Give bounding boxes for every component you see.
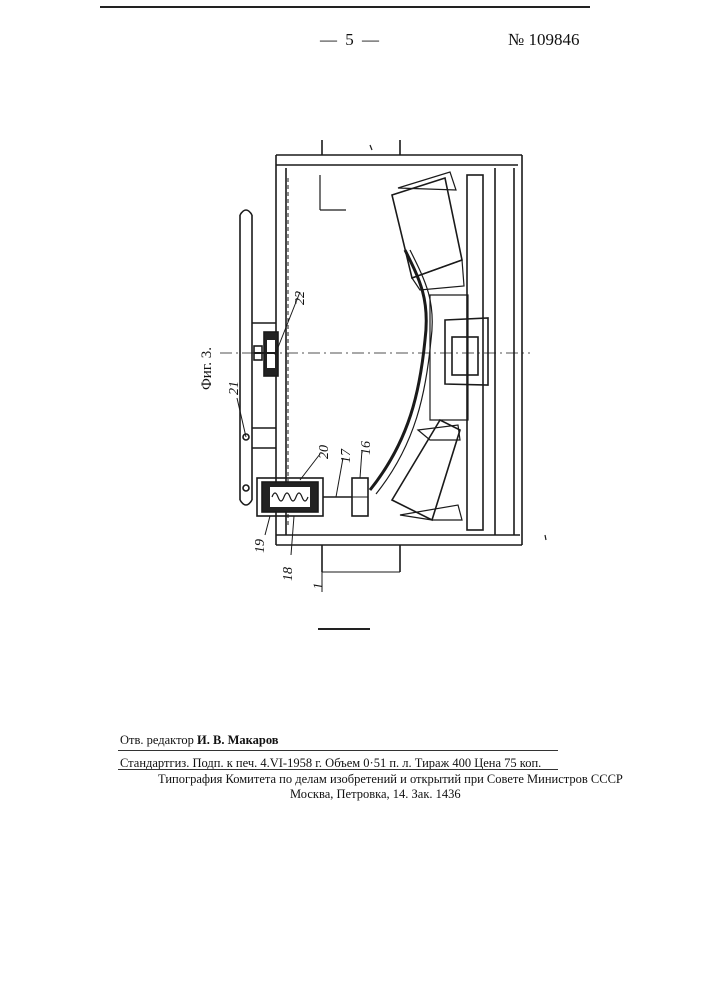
separator	[318, 628, 370, 630]
rails	[288, 175, 483, 530]
editor-line: Отв. редактор И. В. Макаров	[120, 733, 279, 748]
footer-rule-1	[118, 750, 558, 751]
printer-line: Типография Комитета по делам изобретений…	[158, 772, 623, 787]
label-22: 22	[293, 291, 309, 305]
cylinder	[257, 478, 368, 516]
label-1: 1	[312, 583, 328, 590]
editor-name: И. В. Макаров	[197, 733, 279, 747]
label-17: 17	[339, 449, 355, 463]
address-line: Москва, Петровка, 14. Зак. 1436	[290, 787, 461, 802]
label-21: 21	[227, 381, 243, 395]
bracket-22	[254, 332, 278, 376]
figure-caption: Фиг. 3.	[199, 347, 216, 390]
label-16: 16	[359, 441, 375, 455]
label-20: 20	[317, 445, 333, 459]
upper-roller	[392, 172, 464, 290]
label-18: 18	[281, 567, 297, 581]
label-19: 19	[253, 539, 269, 553]
center-roller	[430, 295, 488, 420]
conveyor-belt	[370, 250, 432, 494]
editor-prefix: Отв. редактор	[120, 733, 194, 747]
footer-rule-2	[118, 769, 558, 770]
